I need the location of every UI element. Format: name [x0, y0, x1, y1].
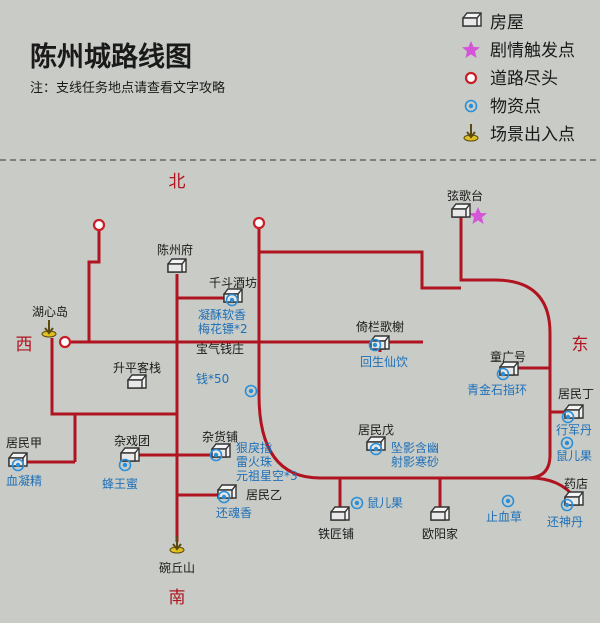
house-icon[interactable]: [127, 374, 147, 389]
item-label: 行军丹: [556, 423, 592, 437]
direction-east: 东: [572, 335, 589, 355]
house-label: 杂戏团: [114, 434, 150, 448]
entrance-lake-island-icon[interactable]: [41, 319, 57, 338]
item-label: 止血草: [486, 510, 522, 524]
item-label: 回生仙饮: [360, 355, 408, 369]
item-label: 坠影含幽: [391, 440, 439, 455]
legend-entrance-icon: [463, 123, 479, 142]
house-label: 童广号: [490, 349, 526, 364]
direction-south: 南: [169, 588, 186, 608]
house-label: 居民甲: [6, 436, 42, 450]
house-label: 居民乙: [246, 488, 282, 502]
legend-label-road-end: 道路尽头: [490, 69, 558, 89]
item-label: 青金石指环: [467, 382, 527, 397]
house-label: 弦歌台: [447, 188, 483, 203]
entrance-mountain-icon[interactable]: [169, 535, 185, 554]
legend-item-icon: [464, 99, 478, 113]
item-label: 梅花镖*2: [198, 321, 248, 336]
map-title: 陈州城路线图: [30, 41, 192, 73]
item-label: 元祖星空*3: [236, 468, 298, 483]
road-end-marker: [92, 218, 106, 232]
road-end-marker: [58, 335, 72, 349]
item-label: 射影寒砂: [391, 454, 439, 469]
item-label: 鼠儿果: [367, 496, 403, 510]
item-label: 钱*50: [196, 371, 229, 386]
house-label: 欧阳家: [422, 526, 458, 541]
house-label: 杂货铺: [202, 429, 238, 444]
house-label: 陈州府: [157, 242, 193, 257]
road-end-marker: [252, 216, 266, 230]
item-label: 狠戾指: [236, 440, 272, 455]
house-label: 倚栏歌榭: [356, 319, 404, 334]
house-label: 居民戊: [358, 423, 394, 437]
house-label: 药店: [564, 477, 588, 491]
legend-road-end-icon: [464, 71, 478, 85]
item-label: 还神丹: [547, 515, 583, 529]
item-label: 还魂香: [216, 505, 252, 520]
legend-label-item: 物资点: [490, 97, 541, 117]
item-label: 鼠儿果: [556, 449, 592, 463]
house-icon[interactable]: [430, 506, 450, 521]
item-point-icon[interactable]: [244, 384, 258, 398]
item-point-icon[interactable]: [560, 436, 574, 450]
legend-label-star: 剧情触发点: [490, 41, 575, 61]
direction-north: 北: [169, 172, 186, 192]
item-point-icon[interactable]: [501, 494, 515, 508]
legend-house-icon: [462, 12, 482, 27]
house-label: 居民丁: [558, 387, 594, 401]
legend-label-house: 房屋: [490, 13, 524, 33]
entrance-label: 碗丘山: [159, 560, 195, 575]
entrance-label: 湖心岛: [32, 304, 68, 319]
roads: [20, 216, 577, 542]
item-label: 蜂王蜜: [102, 476, 138, 491]
house-icon[interactable]: [330, 506, 350, 521]
house-label: 千斗酒坊: [209, 275, 257, 290]
legend-star-icon: [462, 41, 480, 58]
map-note: 注：支线任务地点请查看文字攻略: [30, 80, 225, 96]
item-label: 凝酥软香: [198, 307, 246, 322]
legend-label-entrance: 场景出入点: [490, 125, 575, 145]
house-icon[interactable]: [167, 258, 187, 273]
item-label: 雷火珠: [236, 455, 272, 469]
plot-trigger-star-icon[interactable]: [469, 207, 487, 224]
house-label: 宝气钱庄: [196, 341, 244, 356]
legend: 房屋 剧情触发点 道路尽头 物资点 场景出入点: [462, 12, 575, 145]
house-label: 升平客栈: [113, 360, 161, 375]
house-label: 铁匠铺: [318, 527, 354, 541]
house-icon[interactable]: [451, 203, 471, 218]
item-label: 血凝精: [6, 473, 42, 488]
direction-west: 西: [16, 335, 33, 355]
item-point-icon[interactable]: [350, 496, 364, 510]
